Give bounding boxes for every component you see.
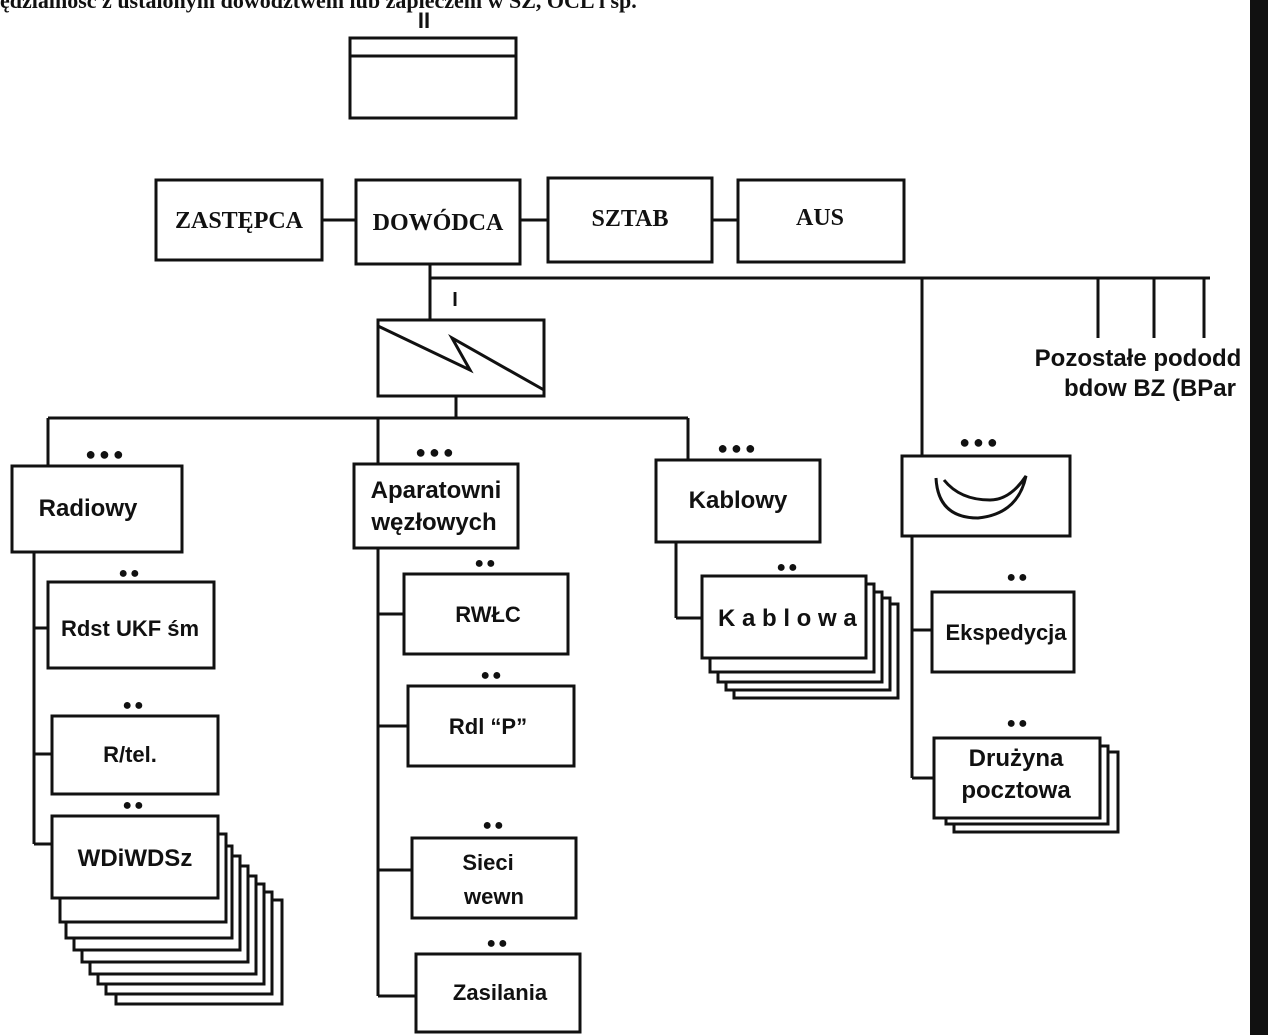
druzyna-squad-mark: ●●: [1006, 715, 1029, 732]
radio-platoon-box: Radiowy: [10, 464, 184, 554]
commander-label: DOWÓDCA: [373, 209, 504, 236]
sieci-squad-label2: wewn: [463, 884, 524, 909]
radio-squad-lines: [32, 552, 52, 846]
druzyna-squad-label2: pocztowa: [961, 777, 1071, 804]
kablowa-squad-label: K a b l o w a: [718, 605, 857, 632]
kablowa-squad-stack: K a b l o w a: [700, 574, 900, 700]
radio-platoon-mark: ●●●: [85, 444, 127, 464]
wdiwdsz-squad-mark: ●●: [122, 797, 145, 814]
post-horn-icon: [934, 475, 1028, 520]
cable-platoon-mark: ●●●: [717, 438, 759, 458]
nodes-platoon-label1: Aparatowni: [371, 477, 502, 504]
zasilania-squad-label: Zasilania: [453, 980, 548, 1005]
top-unit-size-mark: II: [418, 8, 430, 33]
ekspedycja-squad-label: Ekspedycja: [945, 620, 1067, 645]
cable-platoon-label: Kablowy: [689, 487, 788, 514]
druzyna-squad-stack: Drużyna pocztowa: [932, 736, 1120, 834]
radio-platoon-label: Radiowy: [39, 495, 138, 522]
post-platoon-mark: ●●●: [959, 432, 1001, 452]
top-unit-symbol: [348, 36, 518, 120]
main-bus: [428, 264, 1210, 458]
commander-box: DOWÓDCA: [354, 178, 522, 266]
kablowa-squad-mark: ●●: [776, 559, 799, 576]
post-squad-lines: [910, 536, 934, 780]
sieci-squad-box: Sieci wewn: [410, 836, 578, 920]
staff-box: SZTAB: [546, 176, 714, 264]
nodes-platoon-label2: węzłowych: [370, 509, 496, 536]
sieci-squad-label1: Sieci: [462, 850, 513, 875]
rwlc-squad-mark: ●●: [474, 555, 497, 572]
wdiwdsz-squad-label: WDiWDSz: [78, 845, 193, 872]
druzyna-squad-label1: Drużyna: [969, 745, 1064, 772]
rwlc-squad-box: RWŁC: [402, 572, 570, 656]
zasilania-squad-box: Zasilania: [414, 952, 582, 1034]
zasilania-squad-mark: ●●: [486, 935, 509, 952]
rtel-squad-box: R/tel.: [50, 714, 220, 796]
post-platoon-box: [900, 454, 1072, 538]
rdst-squad-box: Rdst UKF śm: [46, 580, 216, 670]
ekspedycja-squad-mark: ●●: [1006, 569, 1029, 586]
header-text: ędzialność z ustalonym dowództwem lub za…: [0, 0, 637, 13]
rdl-squad-label: Rdl “P”: [449, 714, 527, 739]
nodes-platoon-box: Aparatowni węzłowych: [352, 462, 520, 550]
rwlc-squad-label: RWŁC: [455, 602, 521, 627]
staff-label: SZTAB: [592, 206, 669, 232]
nodes-squad-lines: [376, 548, 416, 998]
rdst-squad-mark: ●●: [118, 565, 141, 582]
sieci-squad-mark: ●●: [482, 817, 505, 834]
signal-battalion-symbol: [376, 318, 546, 398]
rdl-squad-box: Rdl “P”: [406, 684, 576, 768]
platoon-bus: [46, 396, 690, 466]
signal-size-mark: I: [452, 289, 458, 311]
deputy-box: ZASTĘPCA: [154, 178, 324, 262]
cable-platoon-box: Kablowy: [654, 458, 822, 544]
other-units-line2: bdow BZ (BPar: [1064, 375, 1236, 402]
rtel-squad-label: R/tel.: [103, 742, 157, 767]
nodes-platoon-mark: ●●●: [415, 442, 457, 462]
deputy-label: ZASTĘPCA: [175, 208, 304, 234]
aus-label: AUS: [796, 205, 844, 231]
rtel-squad-mark: ●●: [122, 697, 145, 714]
wdiwdsz-squad-stack: WDiWDSz: [50, 814, 284, 1006]
ekspedycja-squad-box: Ekspedycja: [930, 590, 1076, 674]
rdl-squad-mark: ●●: [480, 667, 503, 684]
rdst-squad-label: Rdst UKF śm: [61, 616, 199, 641]
aus-box: AUS: [736, 178, 906, 264]
scan-edge: [1250, 0, 1268, 1035]
cable-squad-lines: [674, 542, 702, 620]
other-units-line1: Pozostałe pododd: [1035, 345, 1242, 372]
